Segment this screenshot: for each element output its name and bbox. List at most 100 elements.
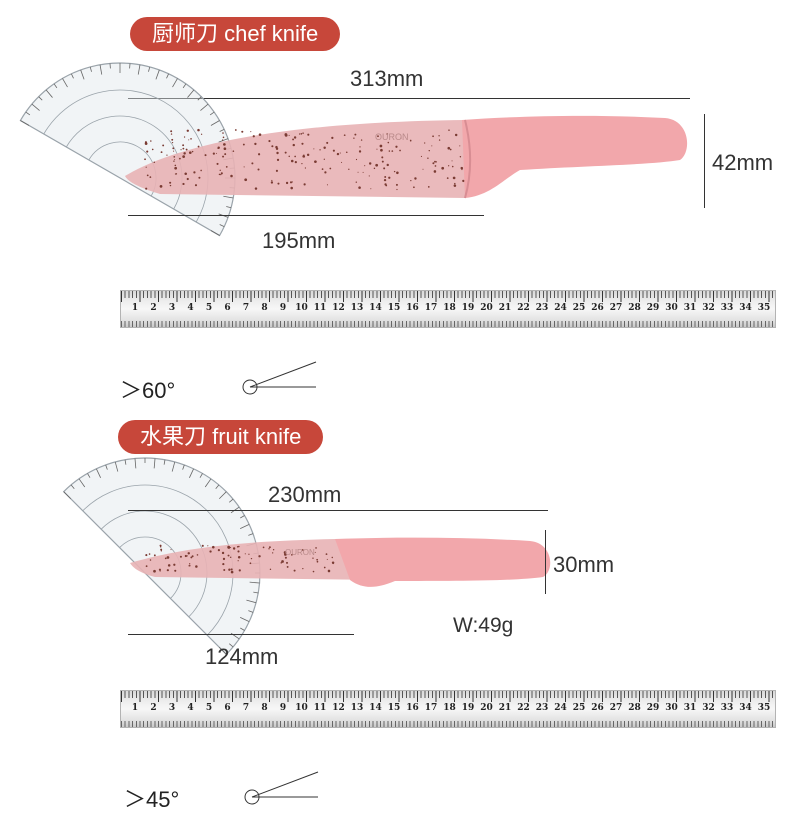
ruler-number: 5 <box>205 703 213 713</box>
ruler-number: 13 <box>350 703 364 713</box>
chef-width: 42mm <box>712 150 774 175</box>
ruler-number: 15 <box>387 303 401 313</box>
ruler-number: 6 <box>224 303 231 313</box>
fruit-knife-brand: OURON <box>285 548 315 557</box>
ruler-number: 1 <box>131 303 139 313</box>
chef-total-length-line <box>128 98 690 99</box>
ruler-number: 14 <box>369 303 382 313</box>
ruler-number: 4 <box>187 303 194 313</box>
fruit-width: 30mm <box>553 552 615 577</box>
ruler-number: 14 <box>369 703 382 713</box>
ruler-number: 28 <box>628 303 641 313</box>
fruit-knife-speckles <box>145 544 335 574</box>
fruit-knife-title: 水果刀 fruit knife <box>118 420 324 454</box>
ruler-number: 16 <box>406 703 419 713</box>
fruit-total-length: 230mm <box>268 482 342 507</box>
ruler-number: 20 <box>480 703 493 713</box>
ruler-number: 28 <box>628 703 641 713</box>
ruler-number: 12 <box>332 303 345 313</box>
ruler-number: 32 <box>702 303 715 313</box>
ruler-number: 3 <box>168 703 176 713</box>
ruler-number: 31 <box>683 703 697 713</box>
ruler-number: 5 <box>205 303 213 313</box>
ruler-number: 13 <box>350 303 364 313</box>
chef-blade-length: 195mm <box>262 228 336 253</box>
ruler-number: 18 <box>443 703 456 713</box>
fruit-knife-handle <box>335 537 551 587</box>
ruler-number: 18 <box>443 303 456 313</box>
ruler-number: 7 <box>242 703 250 713</box>
ruler-number: 2 <box>150 303 157 313</box>
chef-total-length: 313mm <box>350 66 424 91</box>
ruler-number: 19 <box>461 303 475 313</box>
fruit-knife: OURON <box>130 537 551 587</box>
ruler-number: 6 <box>224 703 231 713</box>
chef-knife: OURON <box>125 115 688 199</box>
ruler-number: 22 <box>517 303 530 313</box>
chef-knife-blade <box>125 120 465 198</box>
ruler-number: 25 <box>572 703 586 713</box>
ruler-number: 24 <box>554 303 567 313</box>
ruler-number: 8 <box>261 703 268 713</box>
ruler-number: 3 <box>168 303 176 313</box>
ruler-number: 26 <box>591 303 604 313</box>
ruler-number: 31 <box>683 303 697 313</box>
fruit-total-length-line <box>128 510 548 511</box>
ruler-number: 9 <box>279 703 287 713</box>
ruler-number: 33 <box>720 303 734 313</box>
fruit-width-line <box>545 530 546 594</box>
chef-width-line <box>704 114 705 208</box>
ruler-number: 11 <box>313 303 327 313</box>
ruler-number: 7 <box>242 303 250 313</box>
ruler-number: 19 <box>461 703 475 713</box>
ruler-number: 34 <box>739 303 752 313</box>
fruit-blade-length: 124mm <box>205 644 279 669</box>
ruler-number: 24 <box>554 703 567 713</box>
ruler-number: 27 <box>609 703 623 713</box>
chef-knife-speckles <box>144 128 466 191</box>
ruler-number: 8 <box>261 303 268 313</box>
ruler-number: 17 <box>424 703 438 713</box>
chef-angle-icon <box>242 361 317 395</box>
ruler-number: 10 <box>295 703 308 713</box>
ruler-number: 9 <box>279 303 287 313</box>
ruler-number: 11 <box>313 703 327 713</box>
ruler-number: 20 <box>480 303 493 313</box>
ruler-number: 26 <box>591 703 604 713</box>
ruler-number: 2 <box>150 703 157 713</box>
ruler-number: 21 <box>498 703 512 713</box>
ruler-number: 17 <box>424 303 438 313</box>
ruler-number: 33 <box>720 703 734 713</box>
ruler-number: 27 <box>609 303 623 313</box>
ruler-number: 25 <box>572 303 586 313</box>
ruler-number: 35 <box>757 303 771 313</box>
fruit-angle-icon <box>244 771 319 805</box>
ruler-number: 29 <box>646 303 660 313</box>
ruler-number: 35 <box>757 703 771 713</box>
chef-angle: ＞60° <box>120 378 176 403</box>
fruit-knife-blade <box>130 539 380 580</box>
ruler-number: 16 <box>406 303 419 313</box>
ruler-number: 23 <box>535 303 549 313</box>
chef-blade-length-line <box>128 215 484 216</box>
chef-knife-handle <box>462 115 688 198</box>
ruler-number: 29 <box>646 703 660 713</box>
ruler-number: 32 <box>702 703 715 713</box>
ruler-number: 10 <box>295 303 308 313</box>
fruit-blade-length-line <box>128 634 354 635</box>
ruler-number: 23 <box>535 703 549 713</box>
ruler-number: 12 <box>332 703 345 713</box>
ruler-number: 30 <box>665 303 678 313</box>
chef-knife-title: 厨师刀 chef knife <box>130 17 341 51</box>
ruler-number: 30 <box>665 703 678 713</box>
ruler-number: 1 <box>131 703 139 713</box>
ruler-number: 34 <box>739 703 752 713</box>
chef-knife-brand: OURON <box>375 132 409 142</box>
ruler-number: 21 <box>498 303 512 313</box>
fruit-angle: ＞45° <box>124 787 180 812</box>
ruler-number: 15 <box>387 703 401 713</box>
ruler-number: 4 <box>187 703 194 713</box>
fruit-weight: W:49g <box>453 614 514 637</box>
